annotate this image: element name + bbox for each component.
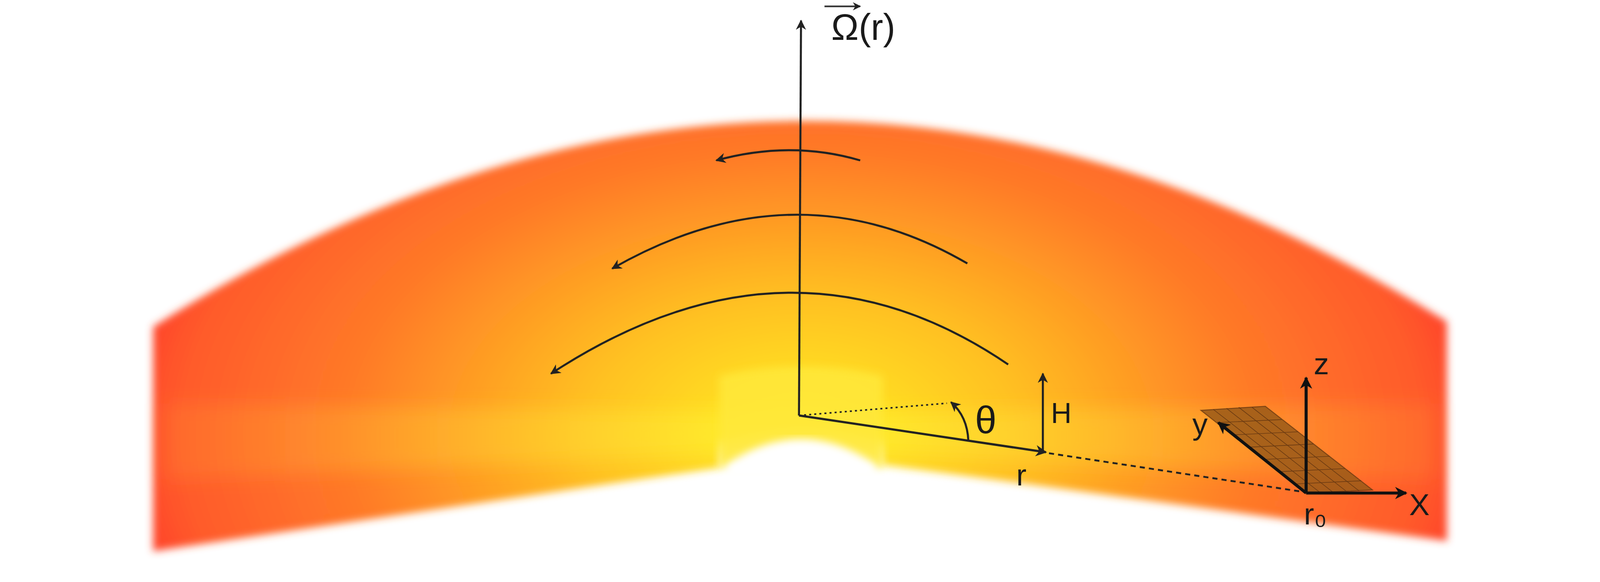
angle-arc [951,402,969,442]
rotation-arrow [716,150,861,161]
rotation-arrow [551,292,1009,374]
rotation-axis [799,20,802,416]
x-axis [1306,491,1407,495]
axis-label-anchor: y [1192,409,1208,440]
axis-label: z [1313,346,1330,382]
axis-label: X [1409,487,1430,523]
radius-arrow [799,415,1046,453]
axis-label: y [1192,407,1208,442]
height-label-anchor: H [1050,399,1072,428]
z-axis [1304,377,1308,494]
local-patch [1200,406,1373,494]
position-label-anchor: r₀ [1303,498,1327,530]
omega-label: Ω(r) [831,6,896,48]
angle-reference [799,403,948,416]
radius-label: r [1016,458,1027,493]
height-arrow [1041,373,1045,453]
height-label: H [1050,397,1072,430]
rotation-arrow [612,214,968,269]
angle-label: θ [974,398,997,442]
axis-label-anchor: z [1313,349,1330,380]
position-label: r₀ [1303,496,1327,532]
star-hole [726,438,876,480]
y-axis [1218,422,1306,494]
axis-label-anchor: X [1409,489,1430,521]
omega-label-anchor: Ω(r) [831,9,896,47]
radius-label-anchor: r [1016,460,1027,491]
angle-label-anchor: θ [974,400,997,440]
